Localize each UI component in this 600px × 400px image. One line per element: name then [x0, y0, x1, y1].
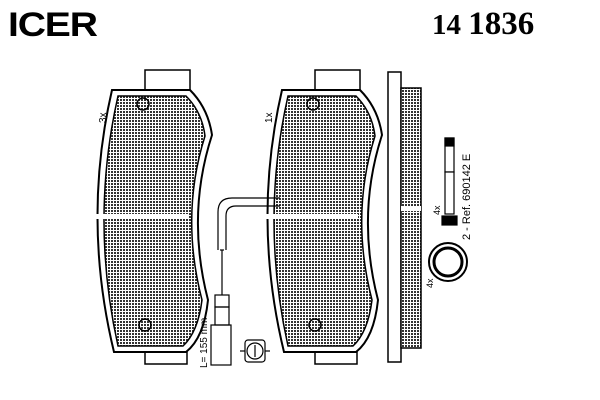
- part-number-main: 1836: [468, 6, 535, 42]
- brand-logo: ICER: [8, 6, 98, 44]
- part-number: 14 1836: [432, 6, 534, 43]
- ring-qty: 4x: [425, 278, 435, 288]
- connector-end-icon: [240, 339, 270, 363]
- part-number-prefix: 14: [432, 9, 461, 41]
- left-brake-pad: [96, 69, 214, 365]
- pad-side-view: [387, 71, 422, 363]
- cable-length-label: L= 155 mm: [199, 318, 210, 368]
- pin-qty: 4x: [432, 205, 442, 215]
- right-brake-pad: [266, 69, 384, 365]
- wear-sensor-cable: [210, 197, 280, 366]
- left-pad-qty: 3x: [98, 112, 109, 123]
- right-pad-qty: 1x: [264, 112, 275, 123]
- accessory-ref: 2 - Ref. 690142 E: [461, 154, 473, 240]
- guide-pin-icon: [441, 137, 458, 226]
- retaining-ring-icon: [428, 242, 468, 282]
